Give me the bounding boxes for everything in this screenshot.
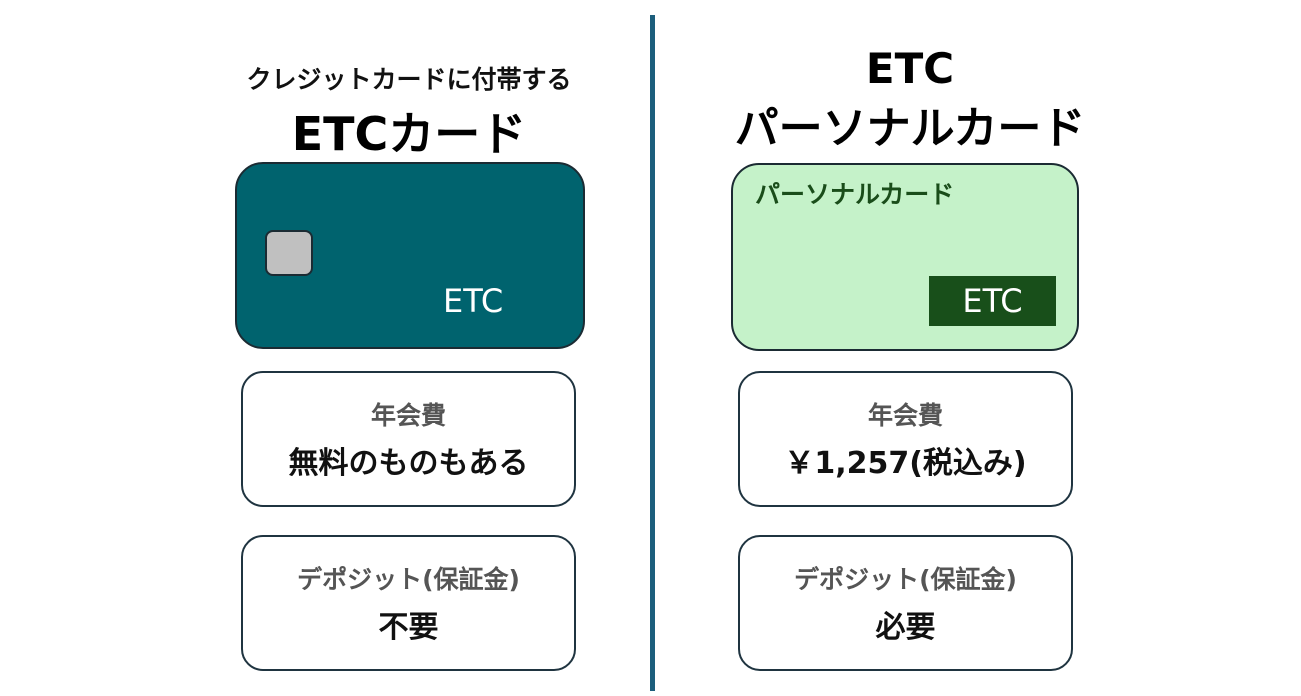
- right-deposit-box: デポジット(保証金) 必要: [738, 535, 1073, 671]
- left-subtitle: クレジットカードに付帯する: [246, 65, 572, 94]
- right-title-line2: パーソナルカード: [734, 103, 1086, 154]
- annual-fee-label: 年会費: [867, 401, 943, 430]
- annual-fee-value: 無料のものもある: [288, 446, 529, 481]
- right-title-line1: ETC: [865, 44, 955, 93]
- column-divider: [650, 15, 655, 691]
- deposit-label: デポジット(保証金): [297, 565, 520, 594]
- right-annual-fee-box: 年会費 ￥1,257(税込み): [738, 371, 1073, 507]
- personal-etc-card: パーソナルカード ETC: [731, 163, 1079, 351]
- credit-etc-card: ETC: [235, 162, 585, 349]
- deposit-value: 必要: [875, 610, 936, 645]
- card-etc-label: ETC: [443, 282, 504, 320]
- deposit-label: デポジット(保証金): [794, 565, 1017, 594]
- left-title: ETCカード: [291, 107, 527, 161]
- annual-fee-label: 年会費: [370, 401, 446, 430]
- deposit-value: 不要: [378, 610, 439, 645]
- left-annual-fee-box: 年会費 無料のものもある: [241, 371, 576, 507]
- card-name: パーソナルカード: [755, 180, 955, 209]
- left-deposit-box: デポジット(保証金) 不要: [241, 535, 576, 671]
- annual-fee-value: ￥1,257(税込み): [784, 446, 1027, 481]
- card-etc-badge: ETC: [929, 276, 1056, 326]
- chip-icon: [265, 230, 313, 276]
